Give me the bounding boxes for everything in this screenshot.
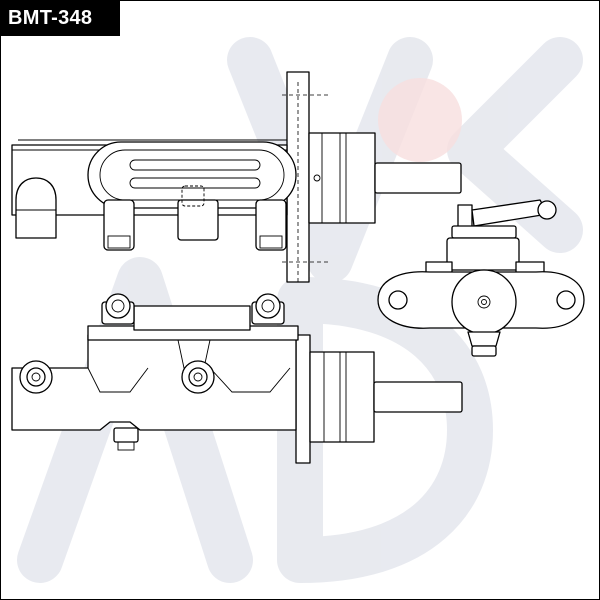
side-port-right — [255, 293, 281, 319]
end-view — [377, 199, 585, 357]
end-bolt-hole-right — [556, 290, 576, 310]
end-bolt-hole-left — [388, 290, 408, 310]
top-rear-housing — [308, 132, 376, 224]
side-port-left — [105, 293, 131, 319]
side-flange — [295, 334, 311, 464]
top-pushrod — [374, 162, 462, 194]
end-boss — [451, 269, 517, 335]
top-reservoir — [87, 141, 297, 209]
end-upper-body — [446, 237, 520, 271]
end-bottom-nut — [471, 345, 497, 357]
side-rear-housing — [309, 351, 375, 443]
side-body — [11, 334, 297, 431]
top-port-right — [255, 199, 287, 251]
part-number-badge: BMT-348 — [0, 0, 120, 36]
side-bleed-fitting — [113, 427, 139, 443]
top-port-center — [177, 199, 219, 241]
watermark-dot-icon — [378, 78, 462, 162]
side-reservoir-top — [133, 305, 251, 331]
end-pipe — [471, 199, 549, 227]
top-view — [11, 71, 462, 285]
side-view — [11, 293, 463, 464]
top-port-left — [103, 199, 135, 251]
top-left-cap — [15, 177, 57, 239]
side-pushrod — [373, 381, 463, 413]
